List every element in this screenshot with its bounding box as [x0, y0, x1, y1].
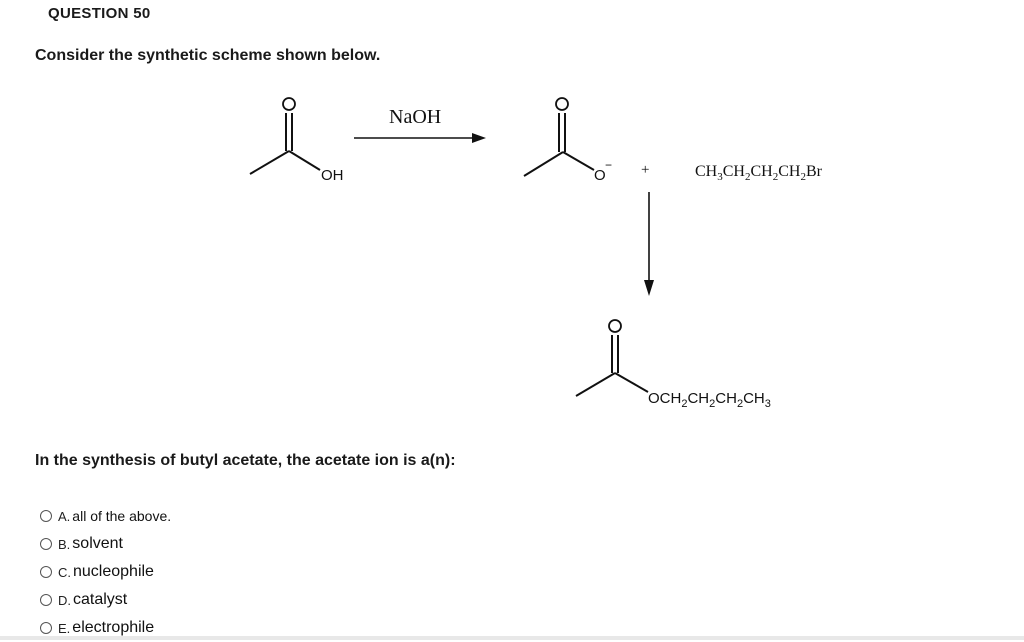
option-b[interactable]: B. solvent [40, 530, 171, 558]
option-text: nucleophile [73, 563, 154, 580]
acid-carbonyl-oxygen [282, 97, 296, 111]
option-letter: B. [58, 536, 71, 552]
acetate-carbonyl-oxygen [555, 97, 569, 111]
option-text: all of the above. [72, 508, 172, 524]
radio-button[interactable] [40, 510, 52, 522]
butyl-acetate-structure [575, 319, 649, 397]
option-e[interactable]: E. electrophile [40, 614, 171, 642]
radio-button[interactable] [40, 538, 52, 550]
option-letter: D. [58, 592, 71, 608]
option-letter: C. [58, 564, 71, 580]
option-d[interactable]: D. catalyst [40, 586, 171, 614]
product-carbonyl-oxygen [608, 319, 622, 333]
answer-options: A. all of the above. B. solvent C. nucle… [40, 502, 171, 642]
option-c[interactable]: C. nucleophile [40, 558, 171, 586]
bottom-divider [0, 636, 1024, 640]
acetate-methyl-bond [523, 151, 564, 177]
option-text: catalyst [73, 591, 128, 608]
option-text: solvent [72, 535, 123, 552]
reaction-arrow-right [354, 133, 486, 143]
radio-button[interactable] [40, 594, 52, 606]
option-letter: A. [58, 508, 71, 524]
question-prompt: In the synthesis of butyl acetate, the a… [35, 452, 456, 469]
product-ester-group: OCH2CH2CH2CH3 [648, 390, 771, 410]
option-a[interactable]: A. all of the above. [40, 502, 171, 530]
question-intro: Consider the synthetic scheme shown belo… [35, 47, 381, 64]
product-methyl-bond [575, 372, 616, 397]
acid-oh-bond [288, 150, 321, 171]
question-header: QUESTION 50 [48, 5, 151, 22]
reaction-arrow-down [644, 192, 654, 296]
option-letter: E. [58, 620, 71, 636]
product-o-bond [614, 372, 649, 393]
acetate-oxygen-label: O [594, 167, 606, 184]
option-text: electrophile [72, 619, 155, 636]
acetate-ion-structure [523, 97, 595, 177]
acetate-o-bond [562, 151, 595, 171]
butyl-bromide-formula: CH3CH2CH2CH2Br [695, 163, 823, 183]
radio-button[interactable] [40, 622, 52, 634]
acetic-acid-structure [249, 97, 321, 175]
reagent-label: NaOH [389, 106, 441, 128]
synthetic-scheme: OH NaOH O − + CH3CH2CH2CH2Br OCH2CH2CH2C… [249, 97, 823, 410]
acid-methyl-bond [249, 150, 290, 175]
acid-oh-label: OH [321, 167, 344, 184]
radio-button[interactable] [40, 566, 52, 578]
acetate-charge: − [605, 158, 612, 172]
plus-sign: + [641, 162, 649, 178]
